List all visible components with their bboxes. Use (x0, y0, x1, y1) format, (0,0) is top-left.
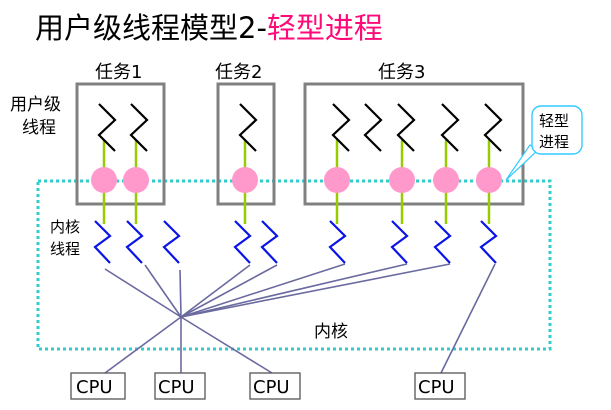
task-label-2: 任务2 (215, 62, 262, 83)
cpu-box (249, 372, 301, 400)
cpu-box (414, 372, 466, 400)
thread-cpu-link (180, 264, 251, 318)
kernel-thread-icon (162, 220, 181, 264)
kernel-thread-icon (328, 220, 347, 264)
kernel-thread-label-line1: 内核 (50, 218, 80, 236)
thread-cpu-link (104, 268, 182, 318)
thread-cpu-link (180, 264, 278, 318)
cpu-label: CPU (158, 377, 195, 398)
user-thread-label-line1: 用户级 (10, 95, 61, 115)
cpu-box (70, 372, 126, 400)
lwp-circle (232, 167, 258, 193)
callout-box (531, 105, 583, 155)
callout-text-line2: 进程 (539, 133, 569, 151)
thread-cpu-link (180, 263, 408, 318)
thread-cpu-link (179, 269, 182, 318)
title-main: 用户级线程模型2- (35, 11, 267, 45)
cpu-label: CPU (253, 377, 290, 398)
cpu-label: CPU (76, 377, 113, 398)
task-box-3 (303, 82, 525, 206)
kernel-thread-icon (260, 220, 279, 264)
cpu-3: CPU (249, 372, 301, 400)
title-highlight: 轻型进程 (267, 11, 383, 45)
task-label-3: 任务3 (378, 62, 425, 83)
thread-cpu-link (180, 263, 346, 318)
user-thread-icon (129, 103, 149, 152)
kernel-thread-icon (93, 220, 112, 264)
thread-cpu-link (180, 263, 451, 318)
cpu-group: CPU CPU CPU CPU (70, 372, 466, 400)
lightweight-processes (91, 167, 502, 193)
kernel-thread-label-line2: 线程 (50, 240, 80, 258)
task-box-1 (75, 82, 166, 206)
kernel-boundary (36, 179, 552, 351)
cpu-1: CPU (70, 372, 126, 400)
user-thread-icon (331, 103, 351, 152)
hub-cpu-link (180, 316, 273, 374)
lwp-circle (324, 167, 350, 193)
cpu-4: CPU (414, 372, 466, 400)
lwp-circle (123, 167, 149, 193)
kernel-thread-icon (433, 220, 452, 264)
task-label-1: 任务1 (95, 62, 142, 83)
user-thread-icon (97, 103, 117, 152)
lwp-circle (389, 167, 415, 193)
user-thread-label-line2: 线程 (22, 118, 56, 138)
user-thread-icon (238, 103, 258, 152)
user-thread-icon (396, 103, 416, 152)
lwp-circle (91, 167, 117, 193)
thread-cpu-link (440, 263, 496, 374)
cpu-links (104, 263, 496, 374)
hub-cpu-link (104, 316, 182, 374)
kernel-thread-icon (479, 220, 498, 264)
kernel-label: 内核 (314, 322, 348, 342)
user-thread-icon (363, 103, 383, 152)
kernel-thread-icon (233, 220, 252, 264)
callout-text-line1: 轻型 (539, 112, 569, 130)
diagram-title: 用户级线程模型2-轻型进程 (35, 11, 383, 45)
lwp-circle (433, 167, 459, 193)
cpu-2: CPU (154, 372, 206, 400)
user-thread-icon (483, 103, 503, 152)
callout-lwp: 轻型 进程 (505, 105, 583, 181)
kernel-thread-icon (390, 220, 409, 264)
cpu-box (154, 372, 206, 400)
kernel-threads (93, 220, 498, 264)
thread-cpu-link (144, 264, 182, 318)
cpu-label: CPU (418, 377, 455, 398)
lwp-circle (476, 167, 502, 193)
user-thread-icon (440, 103, 460, 152)
kernel-thread-icon (125, 220, 144, 264)
user-threads (97, 103, 503, 152)
